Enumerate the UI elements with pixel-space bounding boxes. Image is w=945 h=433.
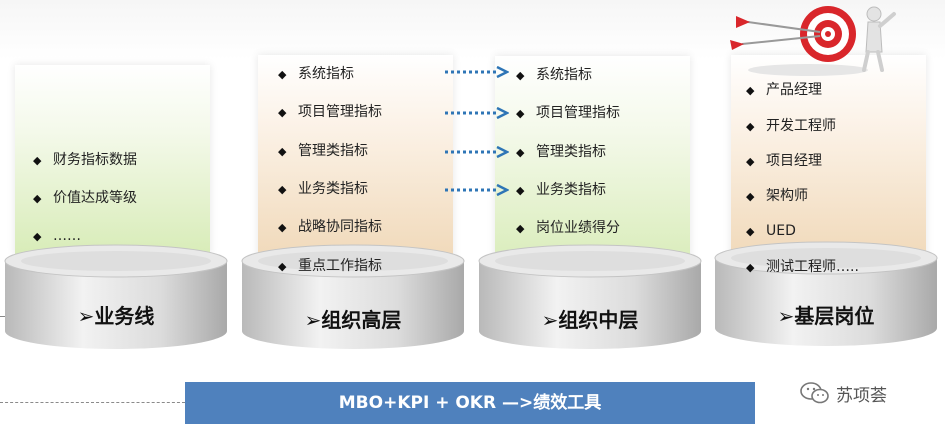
cylinder-senior-management [241,244,465,349]
diamond-bullet-icon: ◆ [746,155,755,168]
list-item: ◆系统指标 [516,67,592,83]
diamond-bullet-icon: ◆ [746,120,755,133]
list-item: ◆UED [746,223,796,239]
wechat-watermark: 苏项荟 [800,380,887,406]
list-item: ◆架构师 [746,188,808,204]
diamond-bullet-icon: ◆ [33,192,42,205]
top-background-band [0,0,945,60]
dotted-arrow-3 [445,146,509,158]
diamond-bullet-icon: ◆ [516,146,525,159]
diamond-bullet-icon: ◆ [33,230,42,243]
cylinder-middle-management [478,244,702,349]
cylinder-label-middle-management: ➢组织中层 [541,308,639,332]
diamond-bullet-icon: ◆ [516,69,525,82]
list-item: ◆项目管理指标 [516,105,620,121]
cylinder-label-senior-management: ➢组织高层 [304,308,402,332]
diamond-bullet-icon: ◆ [746,190,755,203]
list-item: ◆产品经理 [746,82,822,98]
performance-tools-bar: MBO+KPI + OKR —>绩效工具 [185,382,755,424]
list-item: ◆业务类指标 [516,182,606,198]
diamond-bullet-icon: ◆ [746,84,755,97]
dashed-line [0,402,185,403]
list-item: ◆战略协同指标 [278,219,382,235]
dotted-arrow-2 [445,107,509,119]
diamond-bullet-icon: ◆ [33,154,42,167]
list-item: ◆测试工程师….. [746,259,859,275]
watermark-text: 苏项荟 [836,385,887,406]
diamond-bullet-icon: ◆ [278,145,287,158]
cylinder-label-business-line: ➢业务线 [77,304,155,328]
diamond-bullet-icon: ◆ [516,184,525,197]
diamond-bullet-icon: ◆ [278,68,287,81]
cylinder-frontline-roles [714,241,938,346]
list-item: ◆财务指标数据 [33,152,137,168]
list-item: ◆…… [33,228,81,244]
diamond-bullet-icon: ◆ [746,225,755,238]
panel-middle-management [495,56,690,271]
panel-business-line [15,65,210,255]
dotted-arrow-4 [445,184,509,196]
diamond-bullet-icon: ◆ [516,107,525,120]
list-item: ◆管理类指标 [278,143,368,159]
list-item: ◆管理类指标 [516,144,606,160]
list-item: ◆岗位业绩得分 [516,220,620,236]
cylinder-label-frontline-roles: ➢基层岗位 [777,304,875,328]
list-item: ◆开发工程师 [746,118,836,134]
wechat-icon [800,382,829,404]
list-item: ◆重点工作指标 [278,258,382,274]
list-item: ◆价值达成等级 [33,190,137,206]
list-item: ◆业务类指标 [278,181,368,197]
diamond-bullet-icon: ◆ [278,260,287,273]
panel-senior-management [258,55,453,275]
diamond-bullet-icon: ◆ [278,106,287,119]
diamond-bullet-icon: ◆ [278,221,287,234]
list-item: ◆系统指标 [278,66,354,82]
diamond-bullet-icon: ◆ [278,183,287,196]
cylinder-business-line [4,244,228,349]
panel-frontline-roles [731,55,926,275]
dotted-arrow-1 [445,66,509,78]
diamond-bullet-icon: ◆ [516,222,525,235]
list-item: ◆项目经理 [746,153,822,169]
list-item: ◆项目管理指标 [278,104,382,120]
target-with-darts-icon [730,6,896,76]
diamond-bullet-icon: ◆ [746,261,755,274]
